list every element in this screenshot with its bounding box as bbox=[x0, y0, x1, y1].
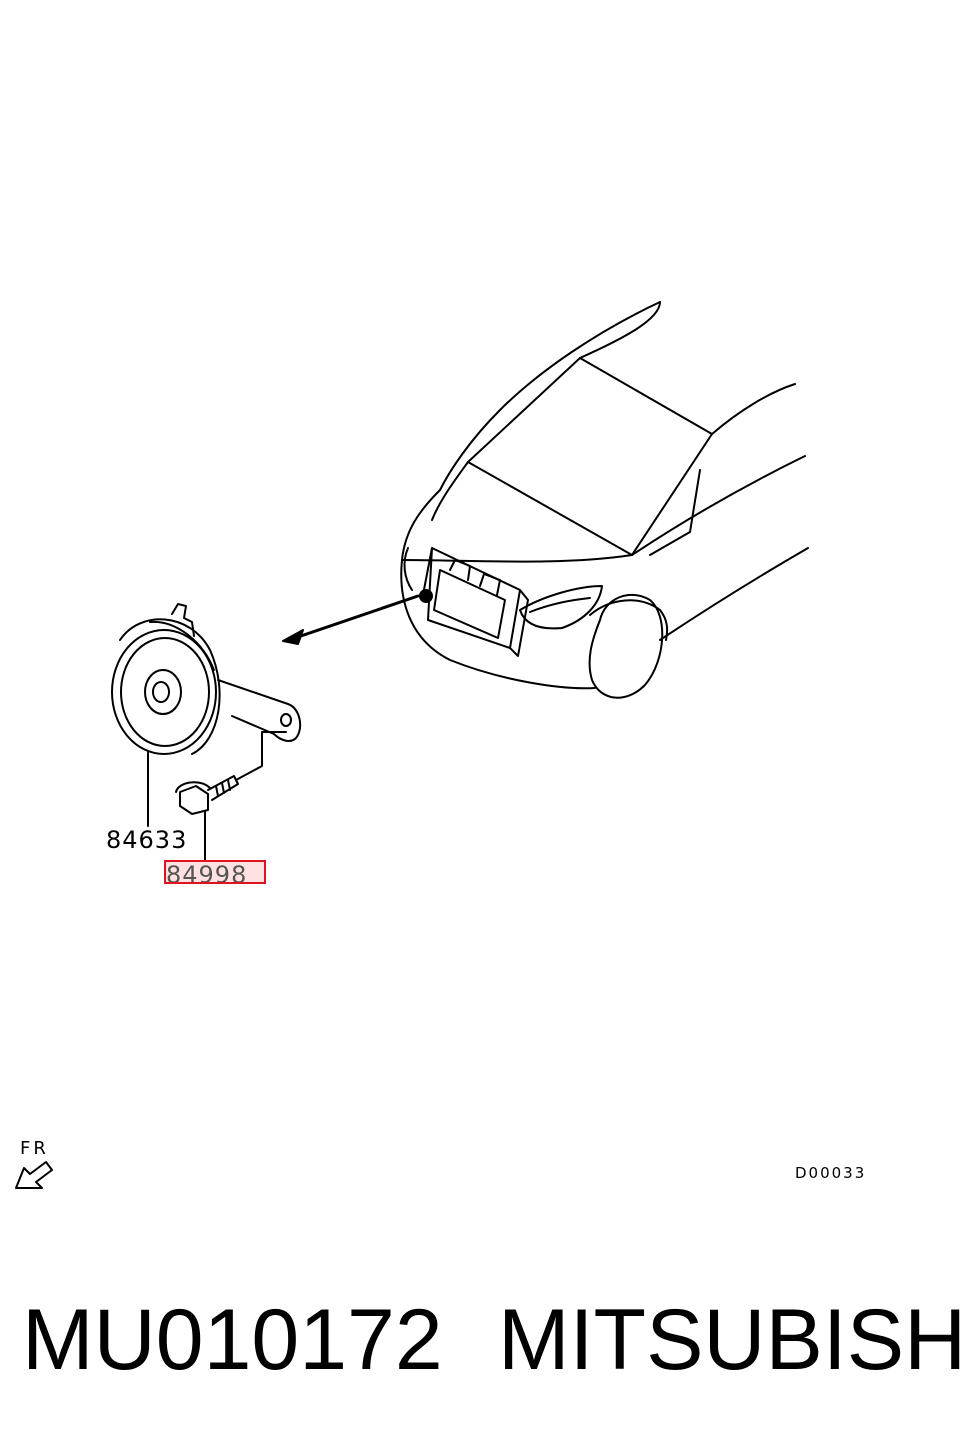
car-front-illustration bbox=[400, 301, 809, 699]
horn-center-cap bbox=[144, 669, 182, 715]
horn-part-number: 84633 bbox=[106, 826, 188, 854]
front-direction-label: FR bbox=[20, 1138, 49, 1159]
car-windshield bbox=[467, 357, 713, 556]
car-a-pillar bbox=[579, 301, 661, 359]
footer-part-number: MU010172 bbox=[22, 1292, 443, 1388]
fr-arrow-icon bbox=[15, 1161, 53, 1189]
bolt-flange bbox=[175, 781, 211, 793]
bolt-part-number-highlighted[interactable]: 84998 bbox=[164, 860, 266, 884]
car-bonnet-left bbox=[401, 489, 441, 561]
horn-body bbox=[111, 629, 217, 755]
car-side-roof bbox=[711, 383, 796, 435]
footer-caption: MU010172 MITSUBISHI bbox=[0, 1290, 960, 1390]
car-beltline bbox=[631, 455, 806, 556]
bolt-bracket-line bbox=[235, 731, 287, 781]
horn-terminal bbox=[171, 603, 195, 637]
car-wheel-arch bbox=[589, 599, 669, 641]
radiator-support bbox=[421, 547, 529, 657]
bolt-illustration bbox=[175, 775, 239, 815]
horn-mount-point bbox=[419, 589, 433, 603]
car-headlight-inner bbox=[529, 597, 591, 613]
drawing-code: D00033 bbox=[795, 1164, 867, 1182]
bolt-head bbox=[179, 785, 209, 815]
car-headlight bbox=[519, 585, 603, 630]
car-front-bumper bbox=[400, 559, 596, 690]
car-side-window bbox=[649, 469, 701, 556]
car-fog-left bbox=[403, 547, 413, 591]
car-lower-side bbox=[659, 547, 809, 641]
mount-leader-arrow bbox=[282, 594, 420, 645]
footer-brand: MITSUBISHI bbox=[498, 1292, 960, 1388]
car-roof-line bbox=[439, 301, 661, 491]
car-bonnet-front bbox=[401, 554, 633, 563]
horn-rim bbox=[119, 618, 221, 755]
horn-illustration bbox=[111, 603, 302, 755]
horn-bracket bbox=[217, 679, 302, 742]
car-front-wheel bbox=[588, 593, 664, 699]
car-hood-crease bbox=[431, 461, 469, 521]
